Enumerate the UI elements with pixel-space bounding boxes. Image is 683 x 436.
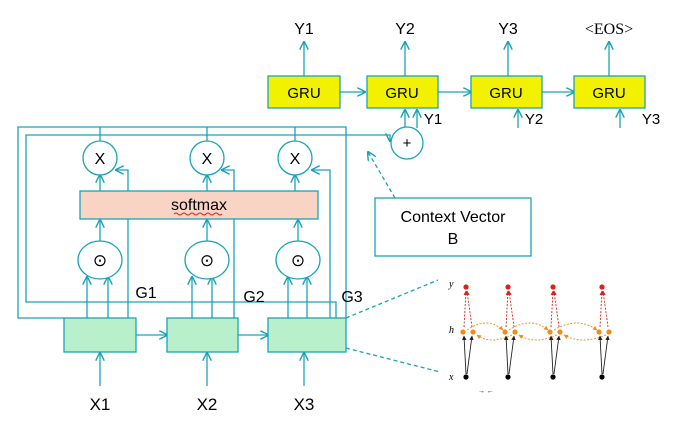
inset-arrow-h-to-y — [601, 290, 609, 328]
inset-x-node — [463, 374, 469, 380]
inset-arrow-x-to-h — [548, 335, 554, 375]
gru-cell: GRU — [267, 75, 341, 109]
gru-label: GRU — [592, 85, 625, 102]
encoder-cell — [267, 317, 347, 353]
inset-footnote: → ← — [478, 387, 494, 395]
inset-h-forward-node — [460, 329, 466, 335]
encoder-input-label: X1 — [90, 395, 111, 414]
inset-x-node — [505, 374, 511, 380]
dot-symbol: ⊙ — [200, 251, 214, 270]
gru-label: GRU — [287, 85, 320, 102]
inset-y-node — [463, 284, 469, 290]
inset-h-backward-node — [470, 329, 476, 335]
decoder-output-label: <EOS> — [585, 21, 633, 38]
gru-cell: GRU — [470, 75, 543, 109]
dot-product-node: ⊙ — [275, 240, 321, 280]
connector-lines — [17, 42, 620, 386]
inset-h-backward-node — [512, 329, 518, 335]
inset-h-label: h — [449, 325, 454, 336]
inset-x-node — [550, 374, 556, 380]
encoder-cell — [166, 317, 239, 353]
multiply-symbol: X — [202, 151, 213, 168]
multiply-symbol: X — [95, 151, 106, 168]
inset-arrow-backward-recurrence — [476, 334, 513, 341]
inset-y-node — [550, 284, 556, 290]
dot-symbol: ⊙ — [93, 251, 107, 270]
inset-y-node — [599, 284, 605, 290]
multiply-node: X — [277, 140, 313, 176]
inset-arrow-x-to-h — [466, 335, 474, 375]
inset-h-forward-node — [547, 329, 553, 335]
inset-h-backward-node — [557, 329, 563, 335]
dot-symbol: ⊙ — [291, 251, 305, 270]
inset-y-label: y — [448, 279, 454, 290]
context-vector-sub: B — [448, 231, 459, 248]
gate-label: G1 — [135, 285, 156, 302]
inset-arrow-h-to-y — [507, 290, 515, 328]
inset-arrow-x-to-h — [503, 335, 509, 375]
gru-label: GRU — [385, 85, 418, 102]
decoder-output-label: Y3 — [498, 21, 518, 38]
inset-arrow-x-to-h — [602, 335, 610, 375]
inset-arrow-x-to-h — [597, 335, 603, 375]
plus-symbol: + — [403, 135, 412, 152]
gru-cell: GRU — [573, 75, 646, 109]
multiply-node: X — [189, 140, 225, 176]
gate-label: G2 — [243, 289, 264, 306]
gate-label: G3 — [341, 289, 362, 306]
inset-arrow-h-to-y — [552, 290, 560, 328]
feedback-input-label: Y3 — [642, 111, 660, 128]
context-vector-box: Context Vector B — [374, 197, 532, 257]
inset-arrow-h-to-y — [550, 290, 556, 328]
encoder-input-label: X2 — [197, 395, 218, 414]
inset-arrow-x-to-h — [461, 335, 467, 375]
inset-arrow-h-to-y — [463, 290, 469, 328]
decoder-output-label: Y2 — [395, 21, 415, 38]
gru-cell: GRU — [366, 75, 439, 109]
dot-product-node: ⊙ — [184, 240, 230, 280]
sum-node: + — [390, 126, 424, 160]
inset-arrow-h-to-y — [505, 290, 511, 328]
feedback-input-label: Y1 — [424, 111, 442, 128]
inset-y-node — [505, 284, 511, 290]
inset-arrow-x-to-h — [508, 335, 516, 375]
multiply-symbol: X — [290, 151, 301, 168]
encoder-cell — [63, 317, 137, 353]
spellcheck-underline — [173, 212, 223, 216]
inset-x-label: x — [448, 372, 454, 383]
inset-arrow-x-to-h — [553, 335, 561, 375]
feedback-input-label: Y2 — [525, 111, 543, 128]
inset-arrow-forward-recurrence — [553, 322, 598, 331]
inset-unrolled-steps — [460, 284, 612, 380]
multiply-node: X — [82, 140, 118, 176]
softmax-label: softmax — [171, 197, 227, 214]
inset-arrow-h-to-y — [599, 290, 605, 328]
encoder-input-label: X3 — [294, 395, 315, 414]
inset-h-forward-node — [502, 329, 508, 335]
gru-label: GRU — [489, 85, 522, 102]
inset-arrow-forward-recurrence — [466, 322, 504, 331]
context-vector-label: Context Vector — [401, 209, 507, 226]
inset-h-forward-node — [596, 329, 602, 335]
inset-arrow-h-to-y — [465, 290, 473, 328]
dot-product-node: ⊙ — [77, 240, 123, 280]
inset-h-backward-node — [606, 329, 612, 335]
rnn-inset: y h x → ← — [448, 279, 612, 395]
softmax-layer: softmax — [79, 190, 319, 220]
inset-x-node — [599, 374, 605, 380]
inset-arrow-forward-recurrence — [508, 322, 549, 331]
decoder-output-label: Y1 — [294, 21, 314, 38]
